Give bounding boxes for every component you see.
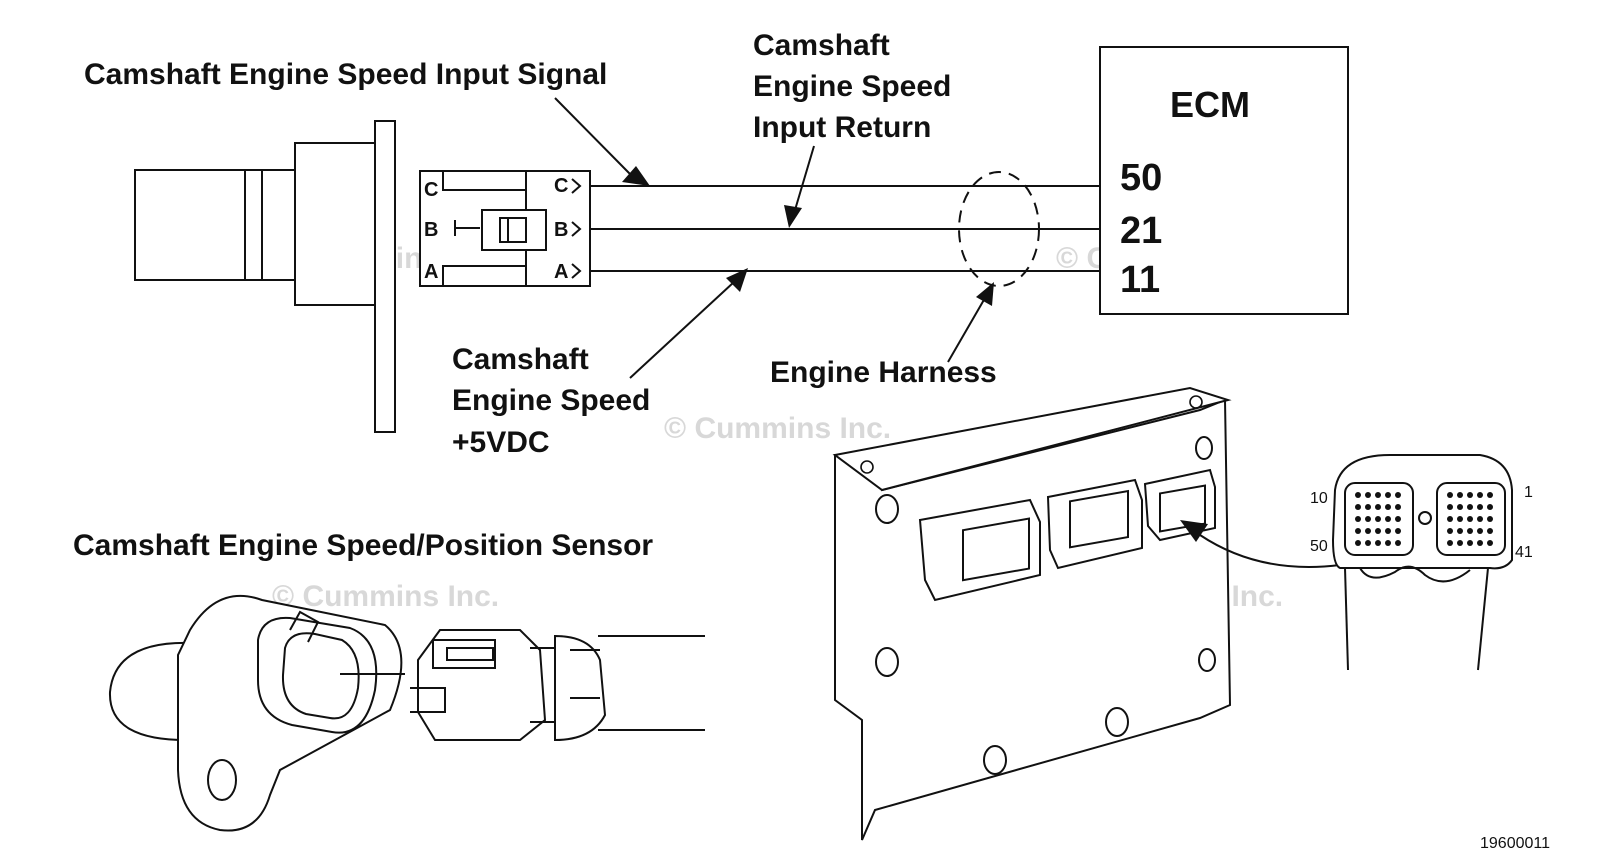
harness-pin-c: C <box>554 175 568 197</box>
ecm-connector-detail: 10 50 1 41 <box>1310 454 1533 671</box>
ecm-conn-pin-10: 10 <box>1310 490 1328 507</box>
label-input-return-3: Input Return <box>753 111 931 144</box>
ecm-box: ECM 50 21 11 <box>1099 46 1349 315</box>
ecm-conn-pin-50: 50 <box>1310 538 1328 555</box>
label-5vdc-1: Camshaft <box>452 343 589 376</box>
sensor-flange <box>374 120 396 433</box>
label-input-return-1: Camshaft <box>753 29 890 62</box>
watermark-4: © Cummins Inc. <box>272 580 499 613</box>
leader-arrows <box>554 97 994 379</box>
sensor-housing <box>294 142 376 306</box>
label-sensor-title: Camshaft Engine Speed/Position Sensor <box>73 529 653 562</box>
sensor-pin-a: A <box>424 261 438 283</box>
sensor-body <box>134 169 296 281</box>
sensor-schematic: C B A C B A <box>134 120 591 433</box>
label-5vdc-3: +5VDC <box>452 426 550 459</box>
ecm-conn-pin-1: 1 <box>1524 484 1533 501</box>
label-input-return-2: Engine Speed <box>753 70 951 103</box>
wires <box>590 171 1100 287</box>
label-input-signal: Camshaft Engine Speed Input Signal <box>84 58 607 91</box>
sensor-illustration <box>108 594 705 832</box>
harness-ellipse <box>958 171 1040 287</box>
pin-grid-right <box>1447 492 1493 546</box>
figure-id: 19600011 <box>1480 835 1550 852</box>
ecm-pin-21: 21 <box>1120 210 1162 252</box>
ecm-conn-pin-41: 41 <box>1515 544 1533 561</box>
pin-grid-left <box>1355 492 1401 546</box>
label-engine-harness: Engine Harness <box>770 356 997 389</box>
harness-pin-a: A <box>554 261 568 283</box>
sensor-pin-c: C <box>424 179 438 201</box>
harness-pin-b: B <box>554 219 568 241</box>
label-5vdc-2: Engine Speed <box>452 384 650 417</box>
ecm-illustration <box>832 386 1341 841</box>
ecm-title: ECM <box>1170 84 1250 125</box>
ecm-pin-11: 11 <box>1120 259 1160 301</box>
ecm-pin-50: 50 <box>1120 157 1162 199</box>
watermark-3: © Cummins Inc. <box>664 412 891 445</box>
sensor-pin-b: B <box>424 219 438 241</box>
